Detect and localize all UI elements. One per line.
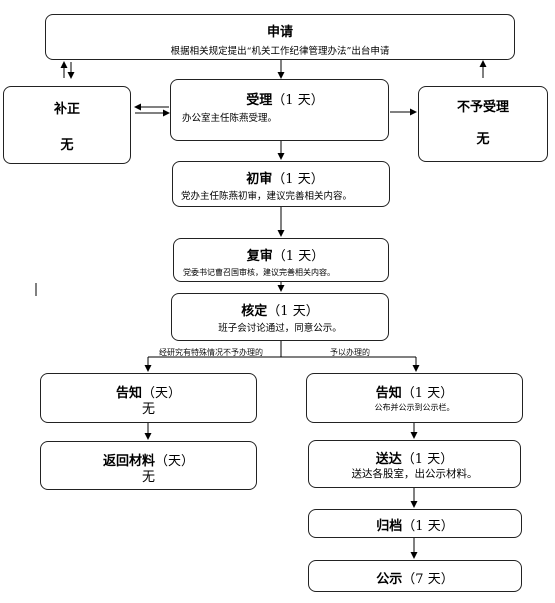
apply-box: 申请 根据相关规定提出“机关工作纪律管理办法”出台申请 [45, 14, 515, 60]
publish-title: 公示 [376, 572, 403, 587]
second-review-heading: 复审（1 天） [183, 245, 388, 264]
approve-desc: 班子会讨论通过，同意公示。 [218, 323, 342, 334]
approve-box: 核定（1 天） 班子会讨论通过，同意公示。 [171, 293, 389, 341]
deliver-title: 送达 [375, 452, 402, 467]
branch-left-label: 经研究有特殊情况不予办理的 [159, 348, 263, 357]
reject-box: 不予受理 无 [418, 86, 548, 162]
correct-value: 无 [60, 138, 74, 153]
reject-title: 不予受理 [456, 100, 509, 115]
second-review-desc: 党委书记曹召国审核，建议完善相关内容。 [183, 268, 335, 277]
approve-heading: 核定（1 天） [172, 300, 388, 319]
archive-title: 归档 [376, 519, 403, 534]
notify-right-days: （1 天） [401, 386, 454, 401]
branch-right-label: 予以办理的 [330, 348, 370, 357]
archive-days: （1 天） [402, 519, 454, 534]
accept-days: （1 天） [272, 93, 324, 108]
first-review-title: 初审 [246, 172, 273, 187]
accept-desc: 办公室主任陈燕受理。 [182, 113, 278, 124]
reject-value: 无 [476, 132, 490, 147]
archive-heading: 归档（1 天） [309, 515, 521, 534]
notify-left-days: （天） [142, 386, 182, 401]
return-material-heading: 返回材料（天） [41, 450, 256, 469]
publish-heading: 公示（7 天） [309, 568, 521, 587]
accept-box: 受理（1 天） 办公室主任陈燕受理。 [170, 79, 389, 141]
notify-left-box: 告知（天） 无 [40, 373, 257, 423]
publish-days: （7 天） [402, 572, 454, 587]
apply-desc: 根据相关规定提出“机关工作纪律管理办法”出台申请 [170, 46, 390, 57]
deliver-desc: 送达各股室，出公示材料。 [351, 468, 478, 480]
first-review-desc: 党办主任陈燕初审，建议完善相关内容。 [181, 191, 353, 202]
deliver-box: 送达（1 天） 送达各股室，出公示材料。 [308, 440, 521, 488]
deliver-heading: 送达（1 天） [309, 448, 520, 467]
second-review-box: 复审（1 天） 党委书记曹召国审核，建议完善相关内容。 [173, 238, 389, 282]
correct-title: 补正 [53, 102, 80, 117]
return-material-title: 返回材料 [102, 454, 155, 469]
notify-left-value: 无 [141, 402, 155, 417]
notify-right-desc: 公布并公示到公示栏。 [374, 403, 455, 412]
accept-heading: 受理（1 天） [182, 89, 388, 108]
second-review-days: （1 天） [272, 249, 325, 264]
deliver-days: （1 天） [401, 452, 454, 467]
return-material-value: 无 [141, 470, 155, 485]
archive-box: 归档（1 天） [308, 509, 522, 538]
notify-left-title: 告知 [115, 386, 142, 401]
publish-box: 公示（7 天） [308, 560, 522, 592]
first-review-box: 初审（1 天） 党办主任陈燕初审，建议完善相关内容。 [172, 161, 390, 207]
return-material-box: 返回材料（天） 无 [40, 441, 257, 490]
correct-box: 补正 无 [3, 86, 131, 164]
first-review-heading: 初审（1 天） [181, 168, 389, 187]
apply-title: 申请 [266, 25, 293, 40]
accept-title: 受理 [246, 93, 273, 108]
notify-left-heading: 告知（天） [41, 382, 256, 401]
notify-right-heading: 告知（1 天） [307, 382, 522, 401]
approve-days: （1 天） [267, 304, 319, 319]
approve-title: 核定 [241, 304, 268, 319]
notify-right-title: 告知 [375, 386, 402, 401]
first-review-days: （1 天） [272, 172, 324, 187]
return-material-days: （天） [155, 454, 195, 469]
notify-right-box: 告知（1 天） 公布并公示到公示栏。 [306, 373, 523, 423]
second-review-title: 复审 [246, 249, 273, 264]
